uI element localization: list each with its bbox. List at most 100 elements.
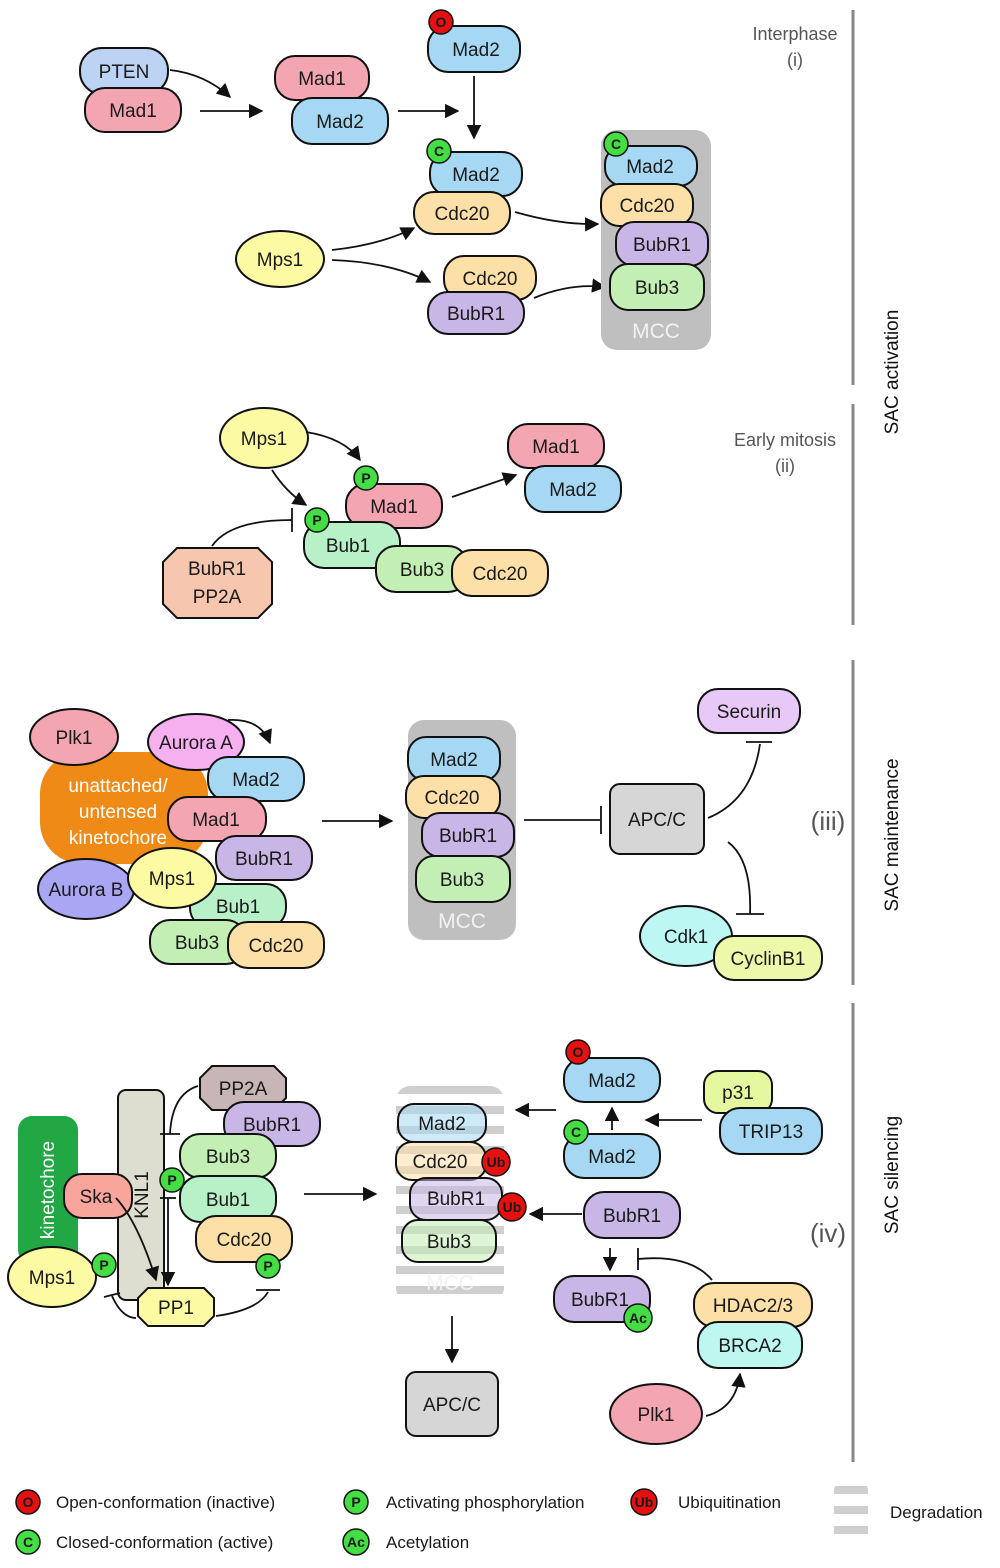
- mps1-label: Mps1: [257, 250, 303, 271]
- badge-p: P: [263, 1258, 272, 1274]
- bub3-label: Bub3: [427, 1232, 471, 1253]
- mad2-label: Mad2: [232, 770, 280, 791]
- phosphorylation-badge: [159, 1167, 185, 1193]
- bub3-node: [401, 1219, 497, 1263]
- apcc-node: [405, 1371, 499, 1437]
- badge-c: C: [23, 1534, 33, 1550]
- securin-node: [697, 688, 801, 734]
- open-conformation-badge: [565, 1039, 591, 1065]
- legend-closed-icon: [15, 1529, 41, 1555]
- aurora-b-label: Aurora B: [49, 880, 124, 901]
- apcc-node: [609, 783, 705, 855]
- bubr1-node: [583, 1191, 681, 1239]
- bub3-label: Bub3: [440, 870, 484, 891]
- mad2-label: Mad2: [588, 1147, 636, 1168]
- kinetochore-blob: [40, 752, 208, 864]
- kinetochore-line-2: untensed: [79, 802, 157, 823]
- mcc-label: MCC: [438, 910, 486, 933]
- cdc20-label: Cdc20: [620, 196, 675, 217]
- aurora-a-label: Aurora A: [159, 733, 233, 754]
- cdc20-node: [195, 1215, 293, 1263]
- securin-label: Securin: [717, 702, 781, 723]
- mad2-label: Mad2: [418, 1114, 466, 1135]
- mad2-label: Mad2: [430, 750, 478, 771]
- pp2a-label: PP2A: [219, 1079, 268, 1100]
- p31-label: p31: [722, 1083, 754, 1104]
- cdc20-label: Cdc20: [473, 564, 528, 585]
- phase-early-mitosis: Early mitosis: [734, 430, 836, 450]
- closed-conformation-badge: [603, 131, 629, 157]
- legend-ubiq-icon: [630, 1488, 658, 1516]
- bub3-label: Bub3: [206, 1147, 250, 1168]
- mps1-node: [127, 847, 217, 909]
- cdc20-node: [227, 921, 325, 969]
- bubr1-label: BubR1: [427, 1189, 485, 1210]
- mad1-label: Mad1: [532, 437, 580, 458]
- mad2-open-node: [427, 25, 521, 73]
- cdc20-label: Cdc20: [435, 204, 490, 225]
- cdc20-label: Cdc20: [249, 936, 304, 957]
- badge-p: P: [351, 1494, 360, 1510]
- pp2a-label: PP2A: [193, 587, 242, 608]
- bub3-node: [415, 855, 511, 903]
- mad2-open-node: [563, 1057, 661, 1103]
- aurora-a-node: [147, 713, 245, 771]
- bubr1-label: BubR1: [571, 1290, 629, 1311]
- bub3-label: Bub3: [400, 560, 444, 581]
- legend-ubiq-label: Ubiquitination: [678, 1493, 781, 1512]
- closed-conformation-badge: [563, 1119, 589, 1145]
- badge-ac: Ac: [629, 1310, 647, 1326]
- badge-p: P: [167, 1172, 176, 1188]
- phosphorylation-badge: [91, 1252, 117, 1278]
- kinetochore-line-1: unattached/: [68, 776, 168, 797]
- mad1-label: Mad1: [192, 810, 240, 831]
- mps1-label: Mps1: [149, 869, 195, 890]
- open-conformation-badge: [428, 9, 454, 35]
- brca2-label: BRCA2: [718, 1336, 781, 1357]
- mps1-node: [219, 407, 309, 469]
- kinetochore-label: kinetochore: [38, 1141, 59, 1239]
- phosphorylation-badge: [304, 507, 330, 533]
- mad2-label: Mad2: [316, 112, 364, 133]
- section-label-silencing: SAC silencing: [882, 1116, 903, 1234]
- badge-ub: Ub: [503, 1199, 522, 1215]
- legend-acet-label: Acetylation: [386, 1533, 469, 1552]
- cyclinb1-label: CyclinB1: [731, 949, 806, 970]
- plk1-label: Plk1: [638, 1405, 675, 1426]
- mad1-label: Mad1: [109, 101, 157, 122]
- phase-interphase: Interphase: [752, 24, 837, 44]
- ska-node: [63, 1173, 133, 1219]
- section-label-maintenance: SAC maintenance: [882, 758, 903, 911]
- badge-c: C: [434, 143, 444, 159]
- mps1-node: [7, 1246, 97, 1308]
- mad1-label: Mad1: [370, 497, 418, 518]
- legend-phos-label: Activating phosphorylation: [386, 1493, 584, 1512]
- badge-ub: Ub: [487, 1154, 506, 1170]
- badge-p: P: [99, 1257, 108, 1273]
- bubr1-label: BubR1: [243, 1115, 301, 1136]
- badge-o: O: [23, 1494, 34, 1510]
- badge-c: C: [611, 136, 621, 152]
- plk1-label: Plk1: [56, 728, 93, 749]
- phase-silencing-number: (iv): [810, 1218, 846, 1248]
- mad2-node: [291, 97, 389, 145]
- legend-open-label: Open-conformation (inactive): [56, 1493, 275, 1512]
- bub1-label: Bub1: [216, 897, 260, 918]
- mad1-node: [84, 87, 182, 133]
- phosphorylation-badge: [255, 1253, 281, 1279]
- badge-o: O: [573, 1044, 584, 1060]
- bub3-label: Bub3: [175, 933, 219, 954]
- legend: O Open-conformation (inactive) C Closed-…: [15, 1484, 983, 1556]
- legend-acet-icon: [342, 1528, 370, 1556]
- cdc20-label: Cdc20: [413, 1152, 468, 1173]
- panel-maintenance: unattached/ untensed kinetochore Plk1 Au…: [29, 688, 823, 981]
- badge-ac: Ac: [347, 1534, 365, 1550]
- legend-open-icon: [15, 1489, 41, 1515]
- cdc20-label: Cdc20: [425, 788, 480, 809]
- closed-conformation-badge: [426, 138, 452, 164]
- apcc-label: APC/C: [423, 1395, 481, 1416]
- phase-early-mitosis-number: (ii): [775, 456, 795, 476]
- mcc-label: MCC: [632, 320, 680, 343]
- bub1-label: Bub1: [206, 1190, 250, 1211]
- panel-early-mitosis: Mps1 Mad1 P Bub1 P Bub3 Cdc20 BubR1 PP2A…: [162, 407, 622, 619]
